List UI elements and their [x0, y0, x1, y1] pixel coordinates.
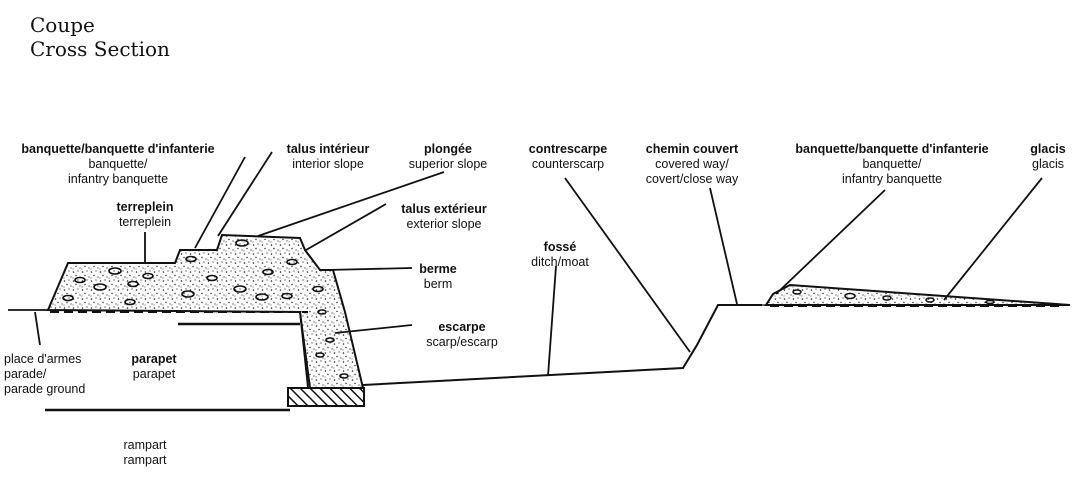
label-rampart-fr: rampart — [123, 438, 167, 452]
label-escarpe-fr: escarpe — [438, 320, 486, 334]
label-contrescarpe-en1: counterscarp — [531, 157, 605, 171]
label-banquette-right-fr: banquette/banquette d'infanterie — [795, 142, 989, 156]
label-contrescarpe-fr: contrescarpe — [528, 142, 608, 156]
label-terreplein-en1: terreplein — [118, 215, 172, 229]
label-terreplein-fr: terreplein — [116, 200, 174, 214]
label-berme-en1: berm — [423, 277, 453, 291]
label-place-d-armes-en2: parade ground — [4, 382, 86, 396]
label-fosse-en1: ditch/moat — [531, 255, 589, 269]
label-berme: berme berm — [419, 262, 457, 292]
scarp-inner-edge — [299, 311, 309, 389]
leader-place-d-armes — [34, 311, 41, 346]
label-berme-fr: berme — [419, 262, 457, 276]
label-banquette-right: banquette/banquette d'infanterie banquet… — [795, 142, 988, 187]
leader-escarpe — [334, 324, 413, 334]
glacis-pebbles — [792, 289, 995, 305]
leader-berme — [325, 267, 413, 271]
rampart-pebbles — [62, 239, 349, 379]
leader-fosse — [547, 265, 557, 377]
label-chemin-couvert-en2: covert/close way — [645, 172, 739, 186]
label-escarpe: escarpe scarp/escarp — [426, 320, 498, 350]
label-chemin-couvert-en1: covered way/ — [655, 157, 729, 171]
title-line-2: Cross Section — [30, 37, 170, 61]
label-banquette-right-en2: infantry banquette — [841, 172, 943, 186]
label-parapet: parapet parapet — [131, 352, 176, 382]
label-escarpe-en1: scarp/escarp — [426, 335, 498, 349]
label-talus-interieur: talus intérieur interior slope — [287, 142, 370, 172]
label-fosse: fossé ditch/moat — [531, 240, 589, 270]
label-banquette-right-en1: banquette/ — [862, 157, 922, 171]
label-talus-interieur-fr: talus intérieur — [286, 142, 370, 156]
label-contrescarpe: contrescarpe counterscarp — [529, 142, 608, 172]
leader-chemin-couvert — [709, 187, 738, 305]
leader-lines — [34, 151, 1043, 377]
leader-talus-exterieur — [305, 203, 387, 251]
label-fosse-fr: fossé — [543, 240, 577, 254]
label-place-d-armes-fr: place d'armes — [4, 352, 82, 366]
label-glacis-en1: glacis — [1032, 157, 1064, 171]
label-chemin-couvert-fr: chemin couvert — [645, 142, 739, 156]
label-place-d-armes-en1: parade/ — [4, 367, 47, 381]
label-place-d-armes: place d'armes parade/ parade ground — [4, 352, 85, 397]
label-banquette-left-en2: infantry banquette — [67, 172, 169, 186]
label-rampart-en1: rampart — [123, 453, 167, 467]
ditch-profile — [362, 304, 762, 386]
label-plongee-en1: superior slope — [408, 157, 488, 171]
label-banquette-left-fr: banquette/banquette d'infanterie — [21, 142, 215, 156]
label-parapet-fr: parapet — [131, 352, 177, 366]
label-banquette-left-en1: banquette/ — [88, 157, 148, 171]
label-talus-interieur-en1: interior slope — [292, 157, 364, 171]
leader-contrescarpe — [564, 177, 691, 353]
label-talus-exterieur: talus extérieur exterior slope — [401, 202, 486, 232]
label-chemin-couvert: chemin couvert covered way/ covert/close… — [646, 142, 738, 187]
label-talus-exterieur-fr: talus extérieur — [401, 202, 487, 216]
label-terreplein: terreplein terreplein — [117, 200, 174, 230]
label-parapet-en1: parapet — [132, 367, 176, 381]
glacis-earth-body — [764, 283, 1071, 306]
label-plongee: plongée superior slope — [409, 142, 488, 172]
label-glacis-fr: glacis — [1030, 142, 1066, 156]
label-rampart: rampart rampart — [123, 438, 166, 468]
leader-plongee — [257, 171, 445, 237]
leader-banquette-right — [775, 189, 886, 295]
label-banquette-left: banquette/banquette d'infanterie banquet… — [21, 142, 214, 187]
leader-talus-interieur — [217, 151, 273, 237]
label-plongee-fr: plongée — [424, 142, 472, 156]
label-glacis: glacis glacis — [1030, 142, 1065, 172]
label-talus-exterieur-en1: exterior slope — [406, 217, 482, 231]
title-line-1: Coupe — [30, 13, 95, 37]
leader-glacis — [943, 177, 1043, 301]
masonry-foundation — [287, 387, 365, 407]
leader-banquette-left — [194, 156, 246, 249]
